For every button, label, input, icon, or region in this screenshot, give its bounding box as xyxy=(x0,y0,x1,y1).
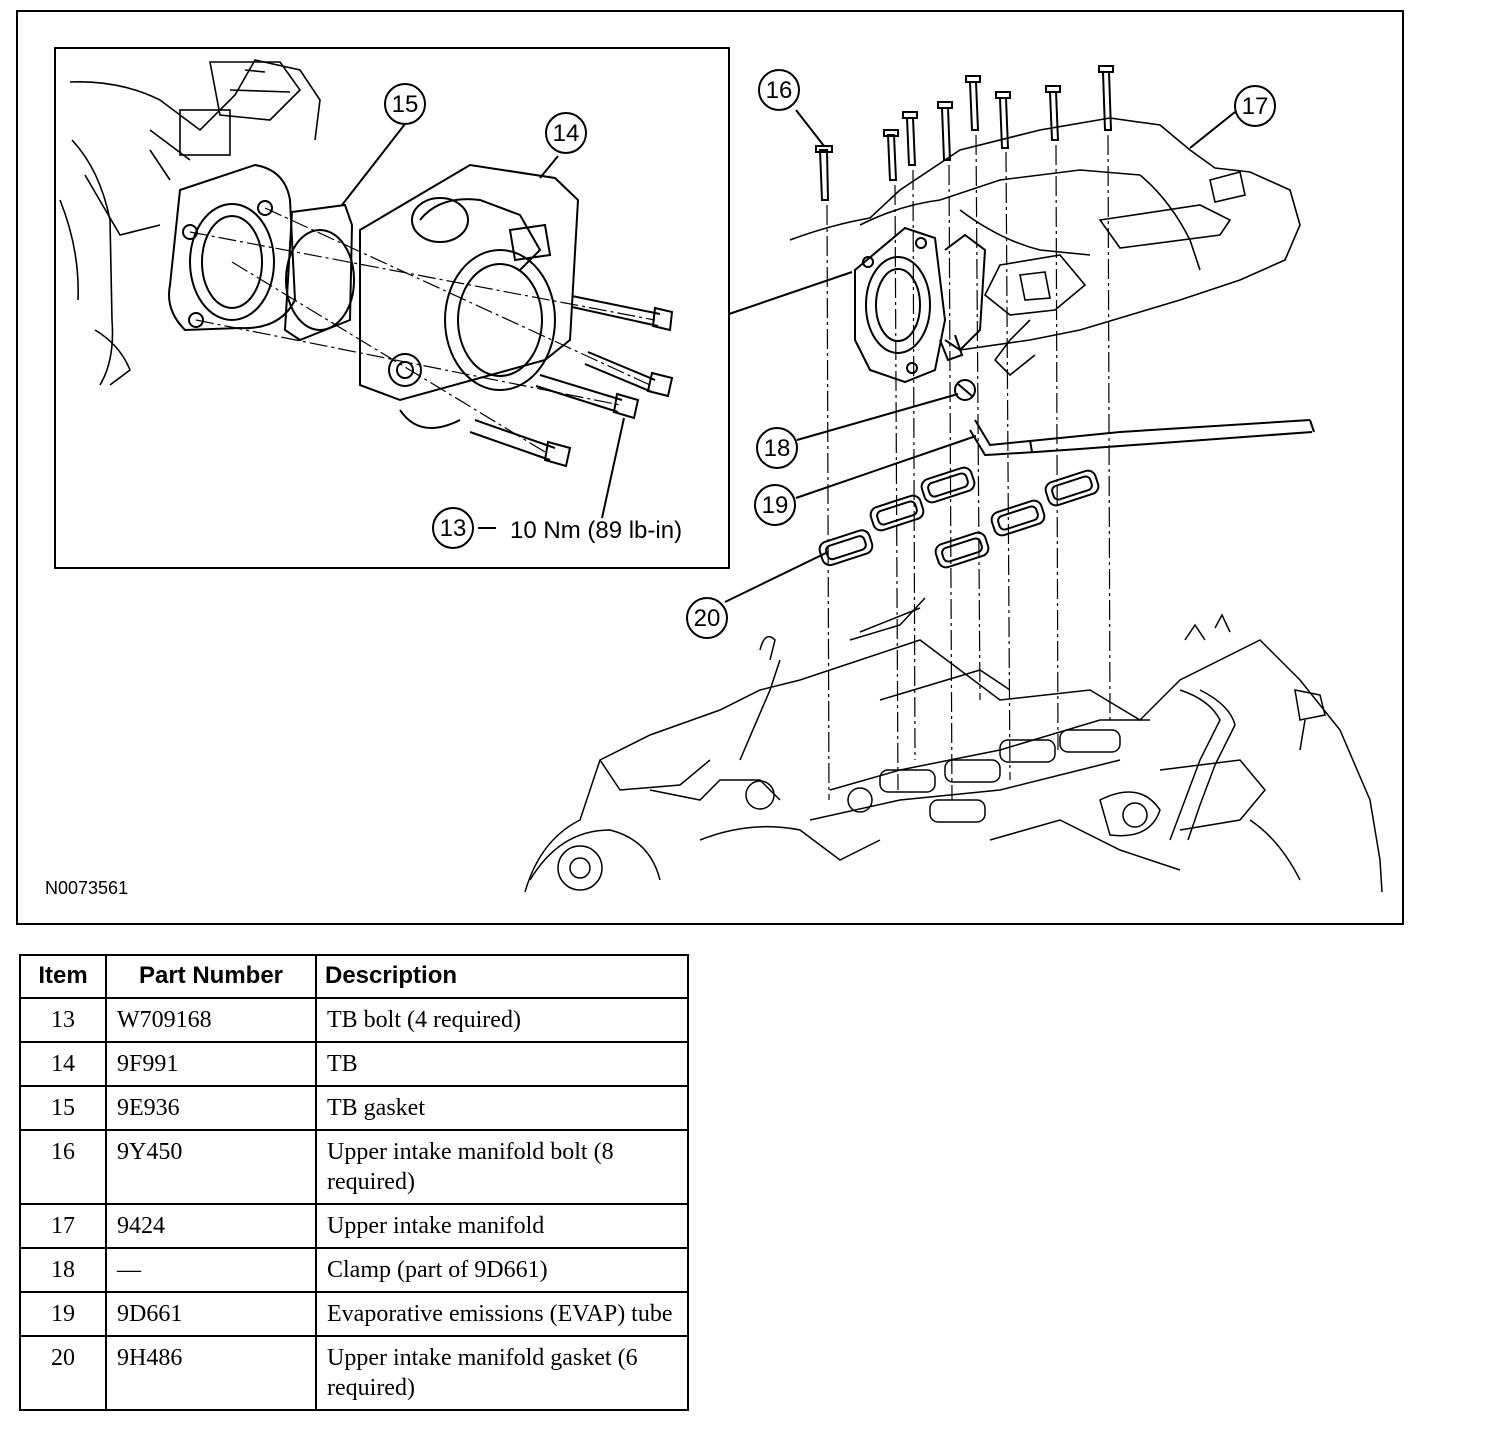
leader-line-20 xyxy=(724,551,829,603)
table-row: 18 — Clamp (part of 9D661) xyxy=(19,1247,689,1293)
callout-18-label: 18 xyxy=(764,435,791,462)
cell-item: 17 xyxy=(19,1203,107,1249)
table-header-row: Item Part Number Description xyxy=(19,954,689,999)
upper-intake-manifold xyxy=(789,117,1301,377)
main-alignment-lines xyxy=(826,134,1111,801)
exploded-view-figure xyxy=(16,10,1404,925)
cell-item: 14 xyxy=(19,1041,107,1087)
cell-description: TB gasket xyxy=(315,1085,689,1131)
cell-description: Clamp (part of 9D661) xyxy=(315,1247,689,1293)
cell-item: 15 xyxy=(19,1085,107,1131)
cell-item: 18 xyxy=(19,1247,107,1293)
cell-description: Upper intake manifold bolt (8 required) xyxy=(315,1129,689,1205)
table-row: 16 9Y450 Upper intake manifold bolt (8 r… xyxy=(19,1129,689,1205)
exploded-view-drawing: 15 14 13 10 Nm (89 lb-in) xyxy=(45,47,1383,898)
cell-part-number: — xyxy=(105,1247,317,1293)
leader-line-19 xyxy=(795,435,977,499)
manifold-gaskets xyxy=(818,466,1100,569)
cell-part-number: 9424 xyxy=(105,1203,317,1249)
cell-part-number: 9Y450 xyxy=(105,1129,317,1205)
parts-table: Item Part Number Description 13 W709168 … xyxy=(19,954,689,1411)
leader-line-17 xyxy=(1189,111,1236,149)
callout-20-label: 20 xyxy=(694,605,721,632)
cell-description: Upper intake manifold xyxy=(315,1203,689,1249)
manifold-bolts xyxy=(815,65,1114,201)
callout-14-label: 14 xyxy=(553,120,580,147)
lower-engine-assembly xyxy=(524,597,1383,893)
callout-20: 20 xyxy=(686,597,728,639)
callout-16-label: 16 xyxy=(766,77,793,104)
cell-item: 16 xyxy=(19,1129,107,1205)
leader-line-15 xyxy=(341,123,406,206)
cell-part-number: 9D661 xyxy=(105,1291,317,1337)
inset-manifold-flange xyxy=(168,163,297,332)
column-header-part-number: Part Number xyxy=(105,954,317,999)
evap-tube xyxy=(969,419,1315,457)
cell-item: 20 xyxy=(19,1335,107,1411)
inset-throttle-body xyxy=(359,163,580,429)
callout-14: 14 xyxy=(545,112,587,154)
cell-description: TB xyxy=(315,1041,689,1087)
cell-part-number: W709168 xyxy=(105,997,317,1043)
evap-clamp xyxy=(954,379,976,401)
callout-18: 18 xyxy=(756,427,798,469)
callout-19: 19 xyxy=(754,484,796,526)
callout-15-label: 15 xyxy=(392,91,419,118)
cell-description: Upper intake manifold gasket (6 required… xyxy=(315,1335,689,1411)
column-header-item: Item xyxy=(19,954,107,999)
torque-spec-label: 10 Nm (89 lb-in) xyxy=(510,517,682,544)
cell-description: Evaporative emissions (EVAP) tube xyxy=(315,1291,689,1337)
detail-inset-frame xyxy=(54,47,730,569)
callout-19-label: 19 xyxy=(762,492,789,519)
inset-alignment-lines xyxy=(189,207,656,453)
callout-17-label: 17 xyxy=(1242,93,1269,120)
leader-line-16 xyxy=(795,109,825,147)
cell-item: 13 xyxy=(19,997,107,1043)
leader-line-14 xyxy=(539,155,559,179)
cell-part-number: 9E936 xyxy=(105,1085,317,1131)
callout-17: 17 xyxy=(1234,85,1276,127)
column-header-description: Description xyxy=(315,954,689,999)
inset-connector-line xyxy=(728,271,853,315)
table-row: 19 9D661 Evaporative emissions (EVAP) tu… xyxy=(19,1291,689,1337)
table-row: 14 9F991 TB xyxy=(19,1041,689,1087)
leader-line-18 xyxy=(796,393,959,441)
callout-16: 16 xyxy=(758,69,800,111)
callout-13: 13 xyxy=(432,507,474,549)
table-row: 15 9E936 TB gasket xyxy=(19,1085,689,1131)
figure-id: N0073561 xyxy=(45,878,128,898)
main-tb-flange xyxy=(854,226,987,384)
cell-part-number: 9H486 xyxy=(105,1335,317,1411)
leader-line-13 xyxy=(601,417,625,519)
table-row: 17 9424 Upper intake manifold xyxy=(19,1203,689,1249)
callout-15: 15 xyxy=(384,83,426,125)
table-row: 20 9H486 Upper intake manifold gasket (6… xyxy=(19,1335,689,1411)
cell-item: 19 xyxy=(19,1291,107,1337)
inset-tb-bolts xyxy=(469,295,674,468)
callout-13-label: 13 xyxy=(440,515,467,542)
cell-part-number: 9F991 xyxy=(105,1041,317,1087)
table-row: 13 W709168 TB bolt (4 required) xyxy=(19,997,689,1043)
inset-manifold-sketch xyxy=(59,59,321,386)
cell-description: TB bolt (4 required) xyxy=(315,997,689,1043)
inset-tb-gasket xyxy=(283,203,355,342)
